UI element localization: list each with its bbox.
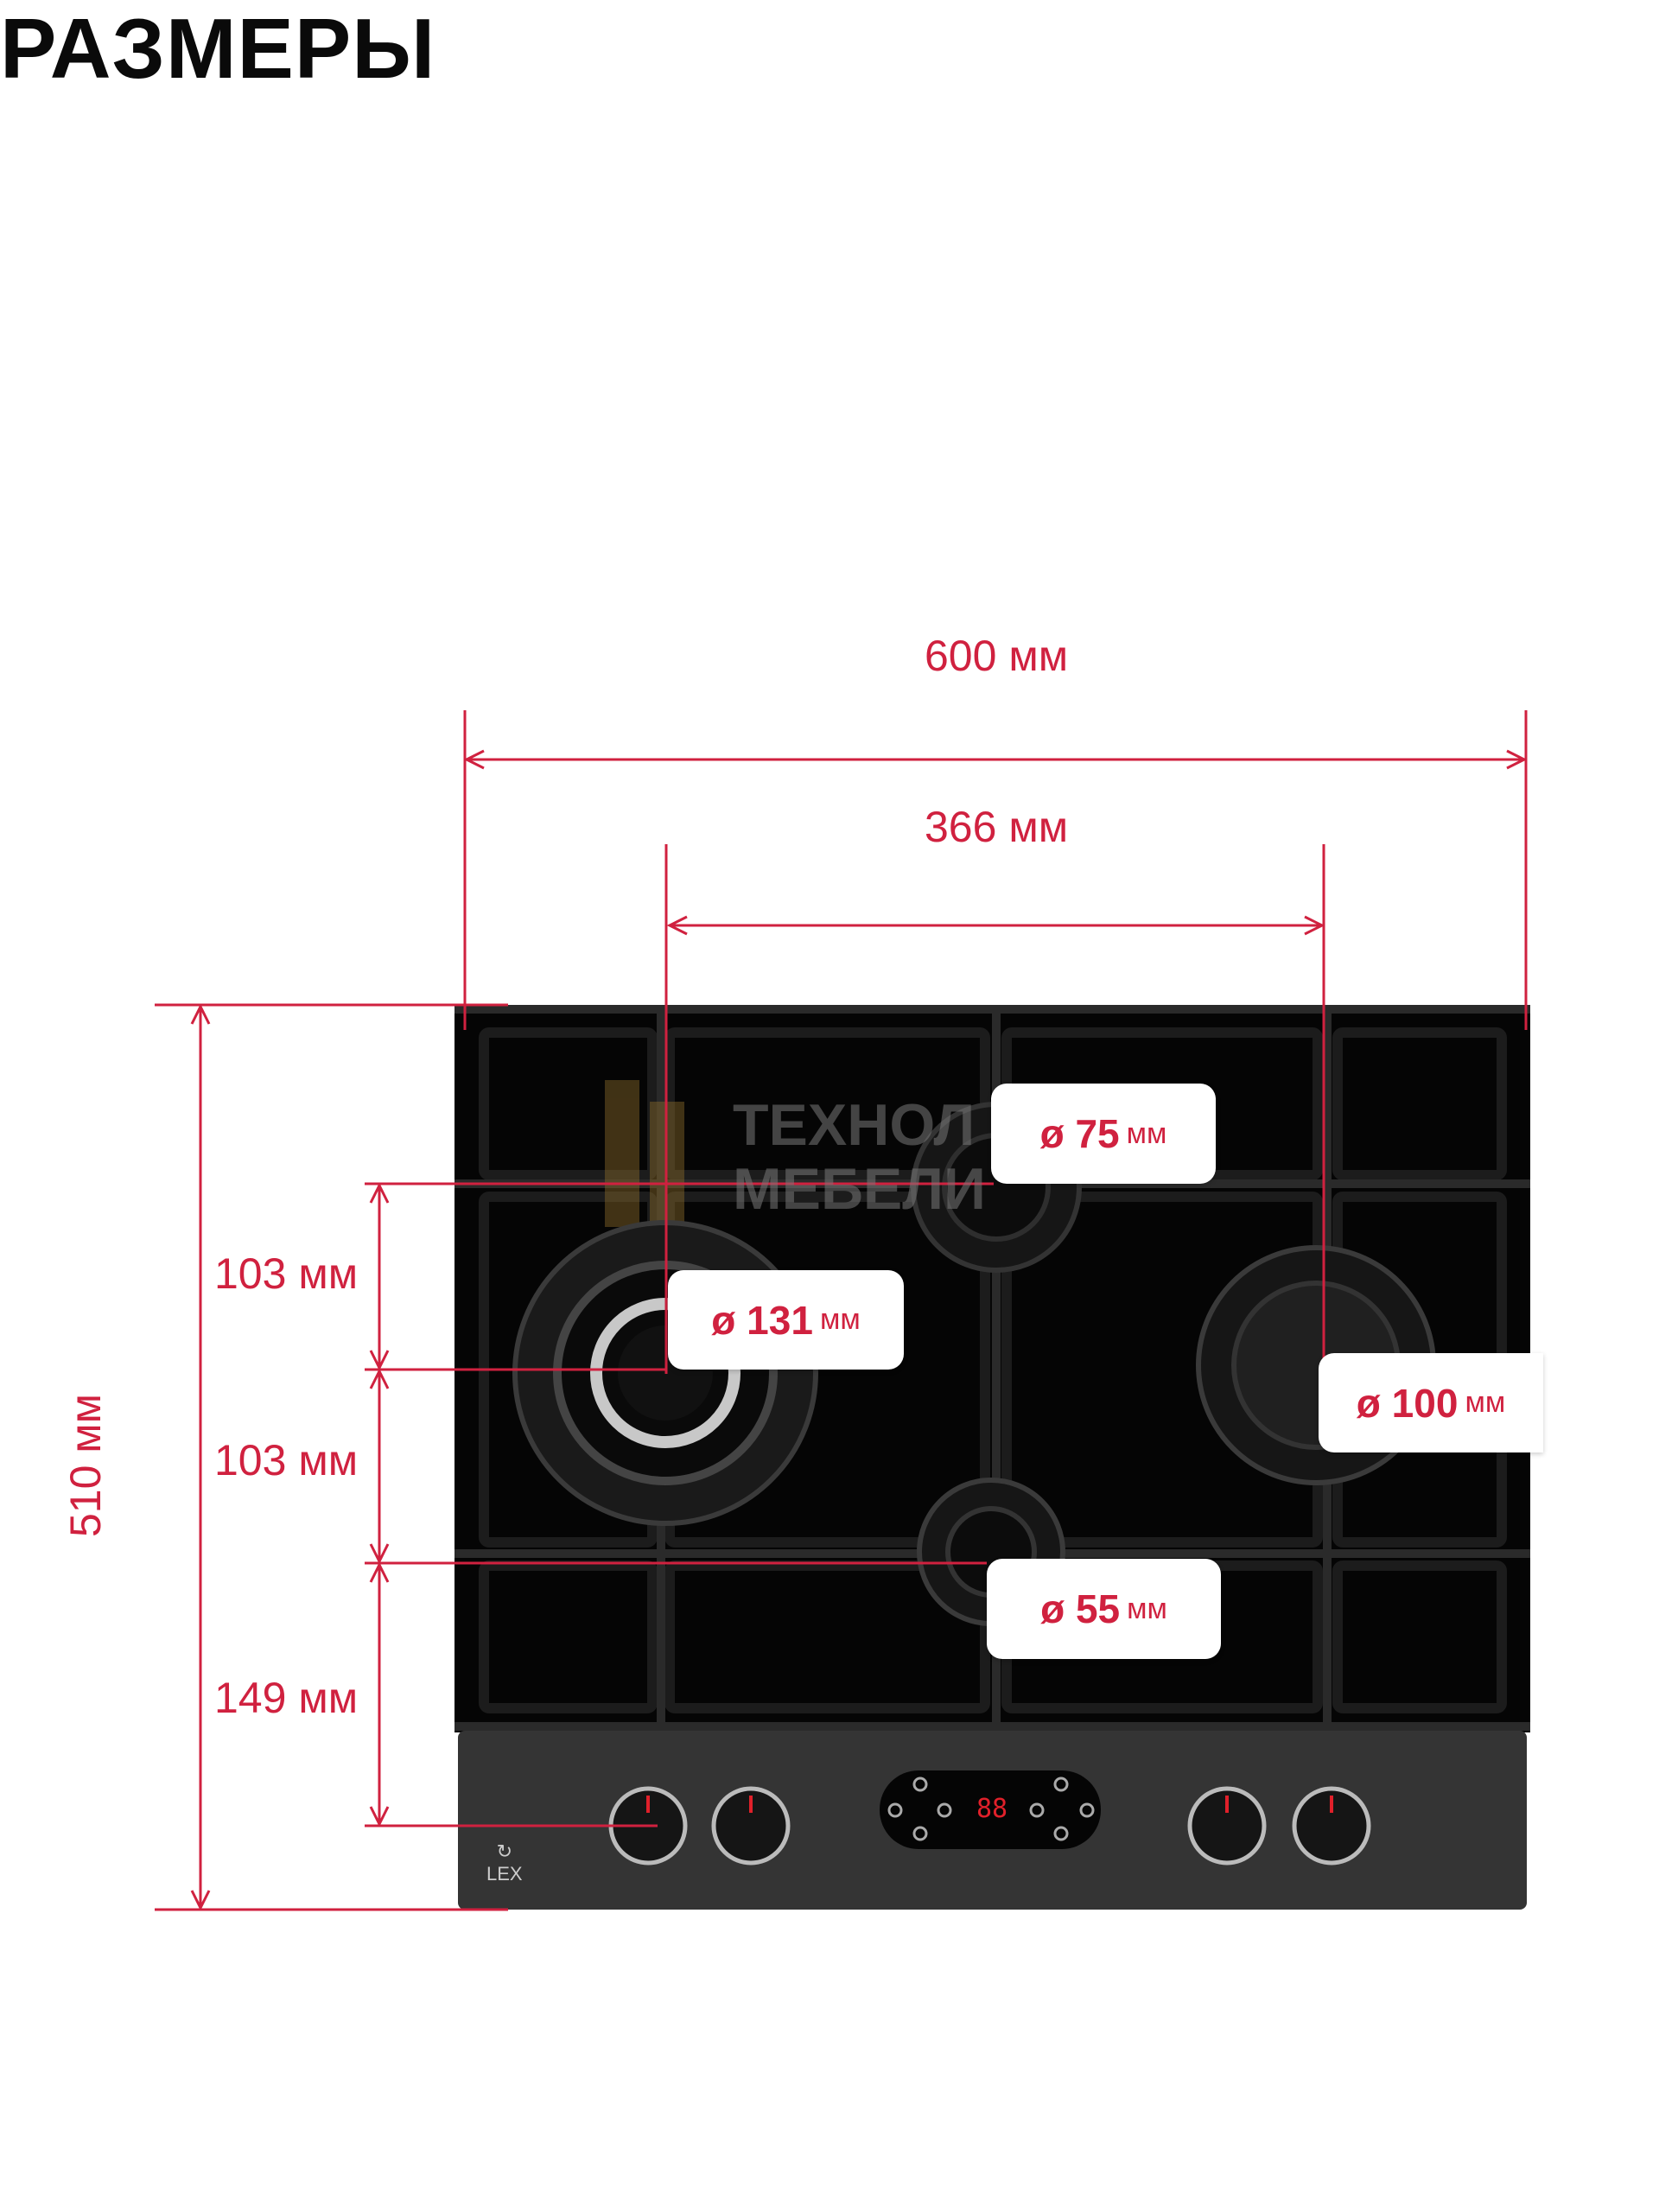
lex-icon: ↻ (496, 1840, 513, 1862)
diameter-value: ø 55 (1040, 1586, 1121, 1631)
dim-offset-1: 103 мм (214, 1249, 359, 1298)
display-readout: 88 (976, 1794, 1008, 1824)
watermark-line-1: ТЕХНОЛ (733, 1092, 976, 1158)
dim-burner-span-366: 366 мм (925, 803, 1069, 851)
diameter-value: ø 131 (711, 1297, 813, 1343)
dim-depth-510: 510 мм (61, 1393, 110, 1538)
watermark-line-2: МЕБЕЛИ (733, 1156, 986, 1222)
diameter-unit: мм (1126, 1116, 1167, 1150)
watermark-text: ТЕХНОЛ МЕБЕЛИ (733, 1093, 986, 1221)
diameter-value: ø 75 (1039, 1111, 1120, 1156)
dim-width-600: 600 мм (925, 632, 1069, 680)
knob-4 (1292, 1786, 1371, 1866)
touch-icons (887, 1777, 1095, 1841)
touch-display (880, 1770, 1101, 1849)
diameter-unit: мм (1127, 1592, 1167, 1625)
page-title: РАЗМЕРЫ (0, 1, 436, 96)
diameter-unit: мм (819, 1303, 861, 1336)
lex-logo: ↻ LEX (486, 1840, 523, 1885)
dim-offset-3: 149 мм (214, 1674, 359, 1722)
diameter-value: ø 100 (1356, 1380, 1459, 1426)
knob-3 (1187, 1786, 1267, 1866)
dimension-lines (155, 710, 1528, 1911)
dim-offset-2: 103 мм (214, 1436, 359, 1484)
diameter-unit: мм (1465, 1386, 1506, 1419)
knob-2 (711, 1786, 791, 1866)
brand-name: LEX (486, 1863, 523, 1885)
